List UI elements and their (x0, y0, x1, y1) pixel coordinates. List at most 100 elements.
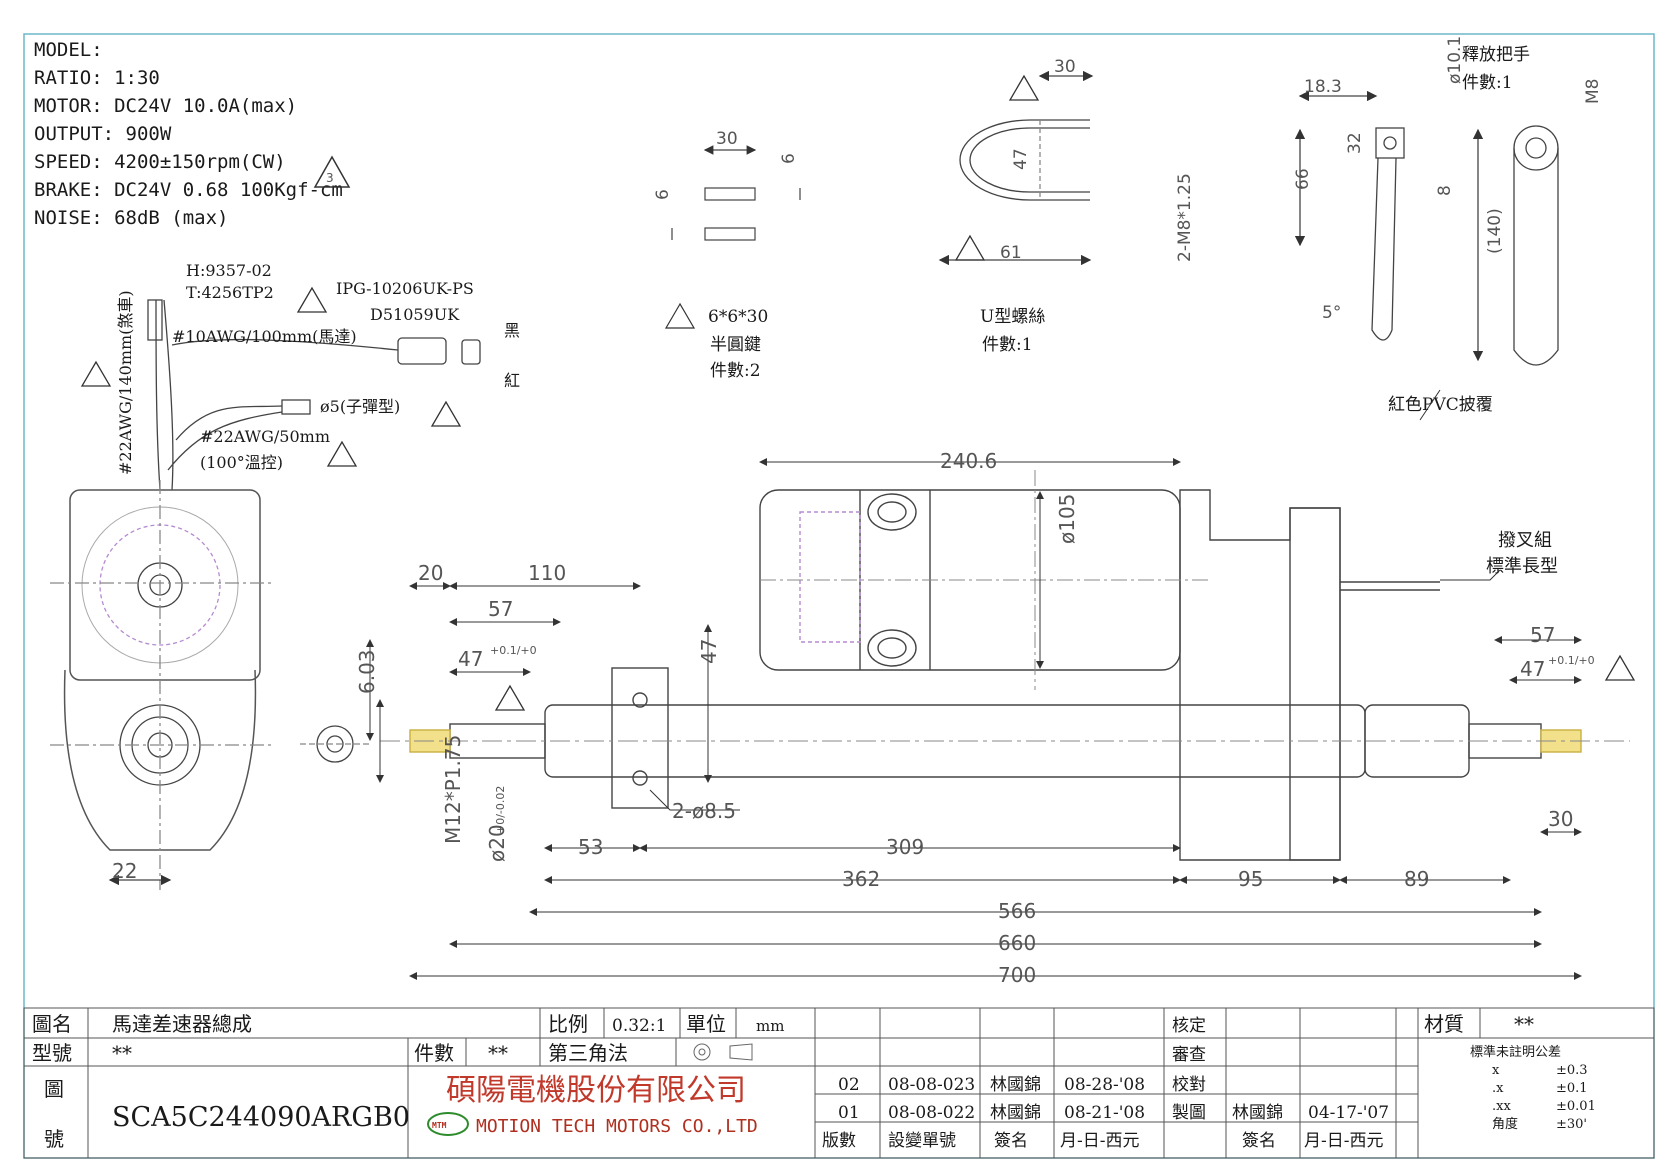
tb-ecn-2: 08-08-023 (888, 1075, 975, 1095)
dim-47-right: 47 (1520, 657, 1545, 681)
tb-unit-label: 單位 (686, 1012, 726, 1036)
dim-22: 22 (112, 859, 137, 883)
tb-date-2: 08-28-'08 (1064, 1075, 1145, 1095)
label-h-code: H:9357-02 (186, 261, 272, 280)
title-block-text: 圖名 馬達差速器總成 型號 ** 圖 號 SCA5C244090ARGB0 比例… (32, 1012, 1596, 1151)
tb-tol-k-2: .xx (1492, 1099, 1511, 1114)
spec-speed: SPEED: 4200±150rpm(CW) (34, 151, 286, 173)
revision-triangle-3-icon (430, 400, 462, 427)
tb-type-value: ** (112, 1041, 132, 1065)
tb-sign-head-2: 簽名 (1242, 1131, 1276, 1151)
ubolt-name: U型螺絲 (980, 307, 1045, 327)
tb-drawn: 製圖 (1172, 1103, 1206, 1123)
tb-projection: 第三角法 (548, 1041, 628, 1065)
key-dim-height: 6 (653, 189, 673, 200)
handle-dim-18-3: 18.3 (1304, 77, 1342, 97)
tb-sign-head: 簽名 (994, 1131, 1028, 1151)
tb-rev-1: 01 (838, 1103, 860, 1123)
tb-type-label: 型號 (32, 1041, 72, 1065)
ubolt-detail (938, 70, 1094, 266)
fork-line1: 撥叉組 (1498, 530, 1552, 551)
label-wire-motor: #10AWG/100mm(馬達) (172, 327, 357, 346)
tb-drawing-no: SCA5C244090ARGB0 (112, 1102, 410, 1133)
handle-dim-d10-1: ø10.1 (1445, 36, 1465, 84)
handle-labels: 釋放把手 件數:1 18.3 ø10.1 32 66 8 M8 (140) 5°… (1293, 36, 1603, 415)
title-block (23, 1007, 1655, 1159)
dim-47-right-tol: +0.1/+0 (1548, 654, 1595, 667)
dim-240-6: 240.6 (940, 449, 997, 473)
tb-tol-k-0: x (1492, 1063, 1500, 1078)
dim-95: 95 (1238, 867, 1263, 891)
tb-rev-2: 02 (838, 1075, 860, 1095)
dim-30-right: 30 (1548, 807, 1573, 831)
tb-drawn-by: 林國錦 (1232, 1103, 1283, 1123)
ubolt-dim-top: 30 (1054, 57, 1076, 77)
tb-company-en: MOTION TECH MOTORS CO.,LTD (476, 1116, 758, 1137)
label-t-code: T:4256TP2 (186, 283, 274, 302)
tb-review: 審查 (1172, 1045, 1206, 1065)
tb-drawing-label: 圖 (44, 1077, 64, 1101)
tb-sign-1: 林國錦 (990, 1103, 1041, 1123)
label-temp-switch: (100°溫控) (200, 453, 283, 472)
dim-566: 566 (998, 899, 1036, 923)
revision-triangle-2-icon (494, 684, 526, 711)
tb-date-1: 08-21-'08 (1064, 1103, 1145, 1123)
tb-logo: MTM (432, 1121, 447, 1130)
tb-company-cn: 碩陽電機股份有限公司 (446, 1073, 746, 1108)
tb-rev-head: 版數 (822, 1131, 856, 1151)
tb-qty-label: 件數 (414, 1041, 454, 1065)
dim-2-d8-5: 2-ø8.5 (672, 799, 736, 823)
tb-qty-value: ** (488, 1041, 508, 1065)
tb-sign-2: 林國錦 (990, 1075, 1041, 1095)
revision-triangle-2-icon (80, 286, 358, 467)
handle-name: 釋放把手 (1462, 45, 1530, 65)
tb-tol-v-0: ±0.3 (1556, 1063, 1588, 1078)
key-labels: 30 6 6 6*6*30 半圓鍵 件數:2 (653, 129, 799, 381)
tb-ecn-1: 08-08-022 (888, 1103, 975, 1123)
spec-model: MODEL: (34, 39, 103, 61)
handle-detail (1294, 90, 1559, 366)
ubolt-labels: 30 47 61 2-M8*1.25 U型螺絲 件數:1 (980, 57, 1195, 355)
spec-brake: BRAKE: DC24V 0.68 100Kgf-cm (34, 179, 343, 201)
spec-noise: NOISE: 68dB (max) (34, 207, 228, 229)
spec-block: MODEL: RATIO: 1:30 MOTOR: DC24V 10.0A(ma… (34, 39, 351, 229)
handle-angle: 5° (1322, 303, 1341, 323)
key-detail (664, 145, 801, 329)
handle-dim-66: 66 (1293, 168, 1313, 190)
tb-material-value: ** (1514, 1012, 1534, 1036)
tb-name-value: 馬達差速器總成 (112, 1012, 252, 1036)
tb-material-label: 材質 (1424, 1012, 1464, 1036)
wiring-labels: H:9357-02 T:4256TP2 IPG-10206UK-PS D5105… (80, 261, 520, 475)
dim-47-vertical: 47 (697, 639, 721, 664)
dim-53: 53 (578, 835, 603, 859)
ubolt-dim-width: 61 (1000, 243, 1022, 263)
dimension-lines (366, 389, 1582, 980)
revision-triangle-3-icon: 3 (313, 155, 351, 188)
spec-motor: MOTOR: DC24V 10.0A(max) (34, 95, 297, 117)
dim-89: 89 (1404, 867, 1429, 891)
dim-d20-shaft: ø20 (485, 824, 509, 862)
key-qty: 件數:2 (710, 361, 761, 381)
assembly-triangles (494, 654, 1636, 711)
main-assembly (380, 470, 1630, 861)
tb-tol-v-3: ±30' (1556, 1117, 1587, 1132)
label-bullet: ø5(子彈型) (320, 397, 400, 416)
tb-tol-v-1: ±0.1 (1556, 1081, 1588, 1096)
label-wire-temp: #22AWG/50mm (200, 427, 330, 446)
svg-text:3: 3 (326, 171, 334, 185)
ubolt-thread: 2-M8*1.25 (1175, 173, 1195, 262)
handle-cover: 紅色PVC披覆 (1388, 395, 1493, 415)
tb-date-head: 月-日-西元 (1060, 1131, 1140, 1151)
dim-20: 20 (418, 561, 443, 585)
label-red: 紅 (504, 371, 520, 390)
dim-110: 110 (528, 561, 566, 585)
label-connector2: D51059UK (370, 305, 460, 324)
dimension-texts: 240.6 ø105 20 110 57 47 +0.1/+0 47 6.03 … (112, 449, 1595, 987)
dim-47-left-tol: +0.1/+0 (490, 644, 537, 657)
sheet-border (23, 33, 1655, 1159)
key-dim-length: 30 (716, 129, 738, 149)
dim-6-03: 6.03 (355, 649, 379, 694)
dim-57-right: 57 (1530, 623, 1555, 647)
tb-drawing-label2: 號 (44, 1127, 64, 1151)
